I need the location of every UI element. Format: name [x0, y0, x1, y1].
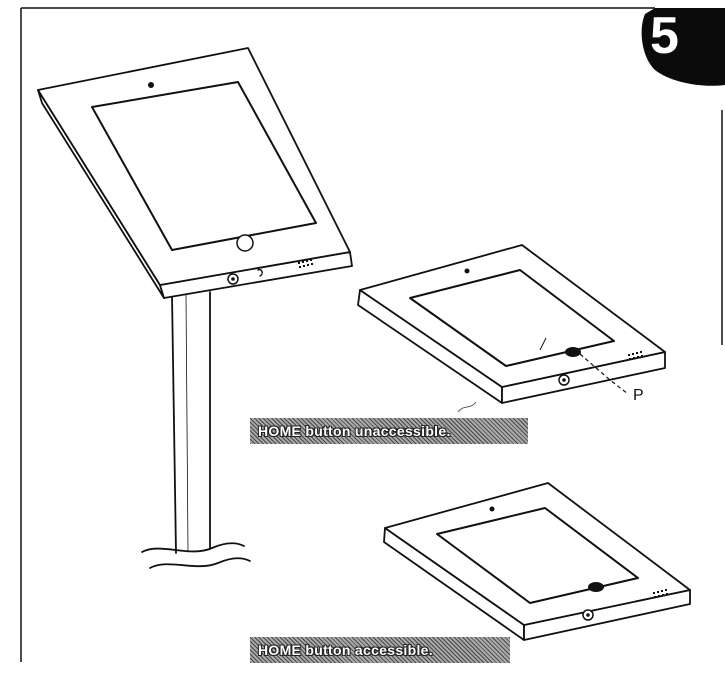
camera-hole — [489, 506, 495, 512]
enclosure-home-open — [383, 482, 691, 641]
pole-break-line — [141, 542, 245, 553]
camera-hole — [148, 82, 154, 88]
camera-hole — [464, 268, 470, 274]
callout-label: P — [633, 387, 644, 404]
step-number: 5 — [650, 7, 679, 65]
speaker-grille — [653, 589, 668, 598]
enclosure-screen — [409, 269, 615, 367]
page-frame — [20, 7, 723, 662]
speaker-grille — [628, 351, 643, 360]
caption-home-unaccessible: HOME button unaccessible. — [250, 418, 528, 444]
enclosure-screen — [91, 81, 317, 251]
pole-break-line — [149, 557, 251, 569]
home-button — [588, 582, 604, 592]
enclosure-screen — [436, 507, 639, 604]
caption-home-accessible: HOME button accessible. — [250, 637, 510, 663]
cable-port — [257, 268, 263, 277]
speaker-grille — [298, 259, 313, 268]
home-button — [236, 234, 254, 252]
enclosure-home-covered — [357, 244, 666, 404]
stand-pole — [171, 291, 211, 554]
home-button-cover — [565, 347, 581, 357]
glare-mark — [539, 337, 547, 351]
step-badge — [641, 8, 725, 86]
pencil-mark — [457, 401, 477, 413]
floor-stand-illustration — [37, 47, 353, 569]
